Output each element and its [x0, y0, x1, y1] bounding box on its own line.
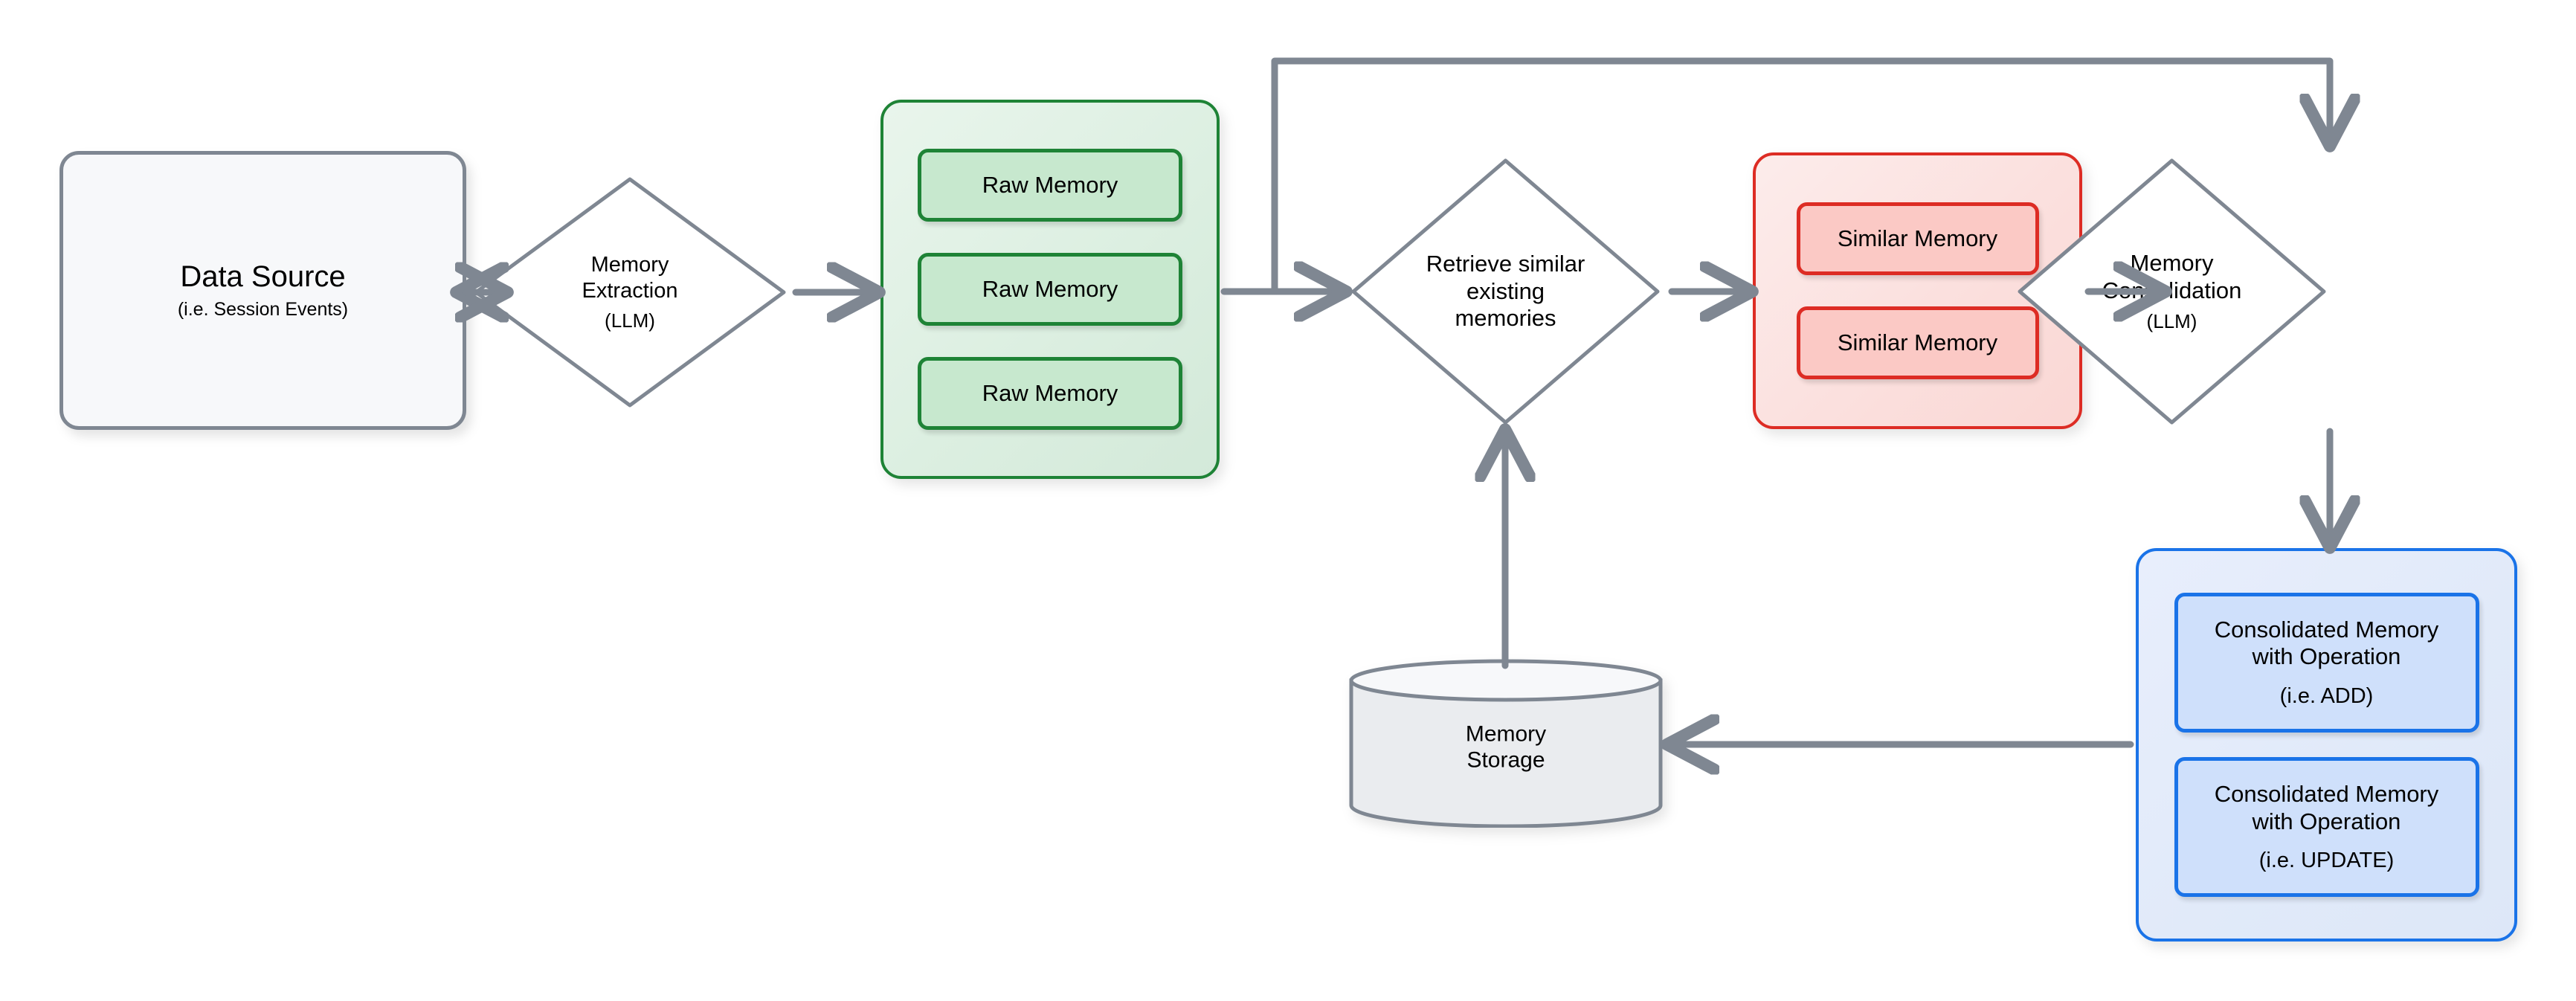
- node-data-source[interactable]: Data Source (i.e. Session Events): [59, 151, 466, 430]
- diamond-shape-icon: [1347, 155, 1664, 428]
- chip-consolidated-memory-add[interactable]: Consolidated Memory with Operation (i.e.…: [2174, 592, 2479, 733]
- chip-consolidated-memory-add-subtitle: (i.e. ADD): [2279, 683, 2374, 708]
- chip-similar-memory-2-label: Similar Memory: [1837, 329, 1998, 356]
- diamond-shape-icon: [2014, 155, 2330, 428]
- chip-consolidated-memory-update[interactable]: Consolidated Memory with Operation (i.e.…: [2174, 757, 2479, 898]
- chip-raw-memory-2[interactable]: Raw Memory: [918, 253, 1182, 326]
- chip-consolidated-memory-update-subtitle: (i.e. UPDATE): [2258, 849, 2395, 873]
- cylinder-shape-icon: [1348, 658, 1664, 828]
- chip-similar-memory-1[interactable]: Similar Memory: [1796, 202, 2039, 275]
- node-memory-consolidation[interactable]: Memory Consolidation (LLM): [2014, 155, 2330, 428]
- chip-raw-memory-3[interactable]: Raw Memory: [918, 357, 1182, 430]
- chip-similar-memory-2[interactable]: Similar Memory: [1796, 306, 2039, 380]
- data-source-title: Data Source: [180, 260, 346, 294]
- node-memory-storage[interactable]: Memory Storage: [1348, 658, 1664, 828]
- chip-raw-memory-3-label: Raw Memory: [982, 380, 1118, 406]
- diamond-shape-icon: [470, 173, 790, 411]
- group-raw-memory[interactable]: Raw Memory Raw Memory Raw Memory: [880, 100, 1220, 479]
- node-memory-extraction[interactable]: Memory Extraction (LLM): [470, 173, 790, 411]
- node-retrieve-similar-memories[interactable]: Retrieve similar existing memories: [1347, 155, 1664, 428]
- chip-consolidated-memory-add-label: Consolidated Memory with Operation: [2214, 616, 2439, 670]
- chip-raw-memory-1-label: Raw Memory: [982, 172, 1118, 198]
- chip-similar-memory-1-label: Similar Memory: [1837, 225, 1998, 251]
- chip-raw-memory-2-label: Raw Memory: [982, 276, 1118, 302]
- data-source-subtitle: (i.e. Session Events): [177, 299, 349, 321]
- group-consolidated-memory[interactable]: Consolidated Memory with Operation (i.e.…: [2136, 548, 2517, 942]
- chip-raw-memory-1[interactable]: Raw Memory: [918, 149, 1182, 222]
- chip-consolidated-memory-update-label: Consolidated Memory with Operation: [2214, 781, 2439, 834]
- data-source-label: Data Source (i.e. Session Events): [178, 225, 348, 356]
